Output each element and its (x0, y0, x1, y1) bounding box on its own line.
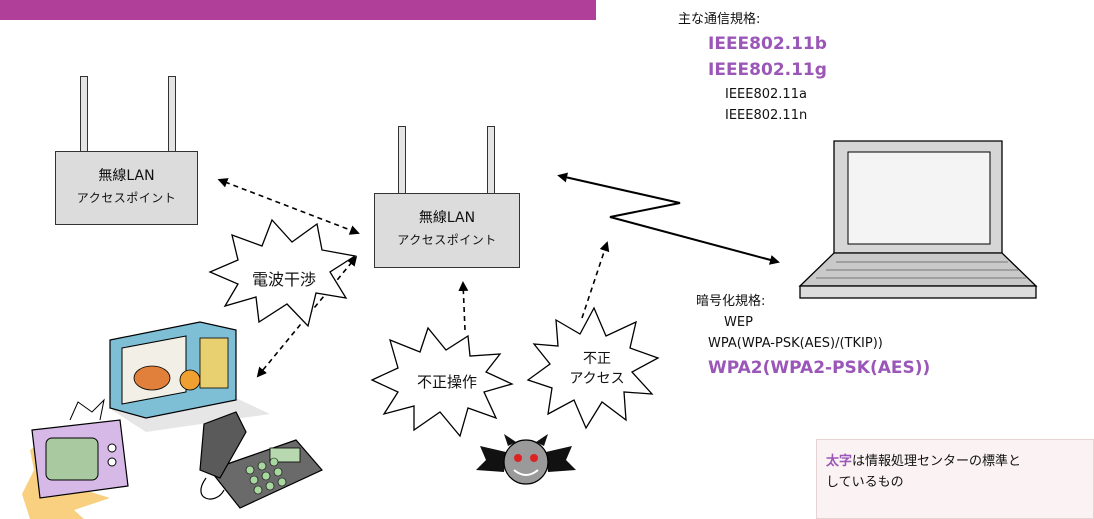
comm-standard-1: IEEE802.11b (708, 34, 827, 54)
dashed-arrow-ap-left-to-center (217, 178, 360, 235)
tv-antenna (69, 398, 105, 421)
burst-unauthorized-label-line2: アクセス (569, 371, 625, 387)
note-line1: 太字は情報処理センターの標準と (826, 451, 1085, 472)
wireless-link-bolt (557, 172, 780, 265)
phone-handset (199, 411, 247, 479)
encryption-standard-2: WPA(WPA-PSK(AES)/(TKIP)) (708, 336, 883, 351)
laptop-front-edge (799, 285, 1037, 299)
comm-standard-4: IEEE802.11n (725, 108, 808, 123)
devil-head (503, 439, 549, 485)
note-bold-word: 太字 (826, 454, 853, 469)
legend-note: 太字は情報処理センターの標準と しているもの (816, 439, 1094, 519)
phone-cord (200, 477, 225, 500)
devil-wing-right (546, 446, 576, 472)
comm-standards-label: 主な通信規格: (678, 12, 761, 27)
encryption-standards-label: 暗号化規格: (696, 294, 766, 309)
access-point-left: 無線LAN アクセスポイント (55, 151, 198, 225)
tv-screen (45, 437, 99, 481)
microwave-food (133, 365, 171, 391)
ap-left-antenna-right (168, 76, 176, 154)
encryption-standard-3: WPA2(WPA2-PSK(AES)) (708, 358, 931, 378)
burst-tamper (370, 326, 514, 438)
access-point-center: 無線LAN アクセスポイント (374, 193, 520, 268)
comm-standard-3: IEEE802.11a (725, 87, 807, 102)
devil-wing-left (476, 446, 506, 472)
ap-left-antenna-left (80, 76, 88, 154)
comm-standard-2: IEEE802.11g (708, 60, 827, 80)
top-banner (0, 0, 596, 20)
microwave-ball (179, 369, 201, 391)
dashed-arrow-unauth (581, 241, 610, 319)
household-devices (22, 321, 323, 519)
burst-tamper-label: 不正操作 (416, 373, 477, 391)
ap-center-label-line2: アクセスポイント (397, 233, 497, 247)
laptop-screen (847, 151, 991, 245)
microwave-panel (199, 337, 229, 389)
ap-center-antenna-left (398, 126, 406, 198)
phone-display (269, 447, 301, 463)
laptop-illustration (798, 140, 1038, 299)
ap-left-label-line2: アクセスポイント (76, 191, 177, 205)
burst-unauthorized (526, 306, 660, 430)
ap-left-label-line1: 無線LAN (98, 168, 155, 184)
burst-unauthorized-label-line1: 不正 (583, 351, 611, 367)
burst-interference (208, 218, 357, 328)
dashed-arrow-tamper (458, 281, 469, 331)
note-line1-rest: は情報処理センターの標準と (852, 454, 1022, 469)
attacker-devil (476, 434, 576, 485)
burst-interference-label: 電波干渉 (251, 270, 316, 289)
ap-center-antenna-right (487, 126, 495, 198)
encryption-standard-1: WEP (724, 315, 753, 330)
note-line2: しているもの (826, 475, 904, 490)
ap-center-label-line1: 無線LAN (418, 210, 476, 226)
